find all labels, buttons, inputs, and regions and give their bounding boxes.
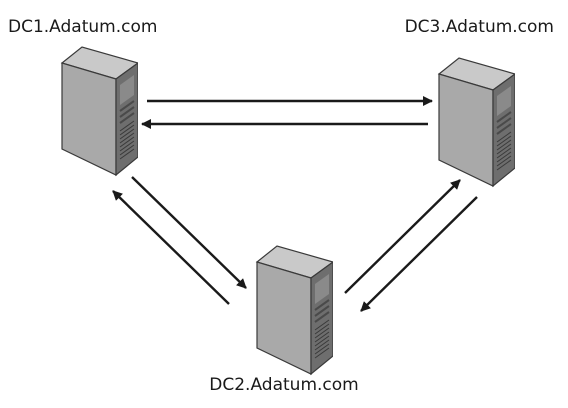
node-label-dc1: DC1.Adatum.com <box>8 17 158 37</box>
server-icon <box>60 46 138 177</box>
arrow-dc2-to-dc3 <box>344 179 461 294</box>
server-icon <box>255 245 333 376</box>
arrow-dc1-to-dc2 <box>131 176 247 289</box>
server-icon <box>437 57 515 188</box>
arrow-dc3-to-dc2 <box>360 196 478 312</box>
node-label-dc3: DC3.Adatum.com <box>404 17 554 37</box>
arrow-dc2-to-dc1 <box>112 190 230 305</box>
node-label-dc2: DC2.Adatum.com <box>209 375 359 395</box>
